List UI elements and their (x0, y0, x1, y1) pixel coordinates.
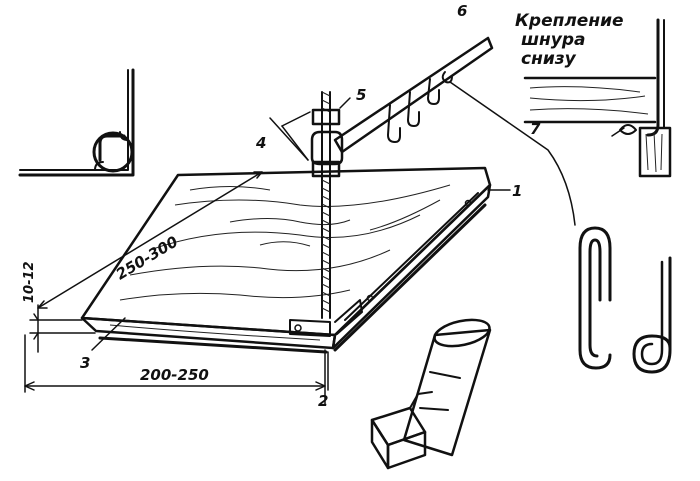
part-label-3: 3 (80, 354, 90, 372)
dimension-labels: 250-300 200-250 10-12 (22, 233, 209, 384)
hook-arm (333, 36, 494, 161)
caption-line-3: снизу (521, 49, 577, 69)
hook-detail (578, 226, 672, 374)
board (80, 166, 492, 354)
dimension-width: 200-250 (140, 366, 209, 384)
dimension-lines (24, 97, 511, 406)
part-label-6: 6 (457, 2, 467, 20)
roll-detail (370, 318, 492, 470)
threaded-rod-assembly (310, 91, 344, 319)
part-label-4: 4 (255, 134, 266, 152)
part-label-1: 1 (512, 182, 522, 200)
caption-line-1: Крепление (515, 11, 624, 31)
corner-bracket-detail (18, 68, 135, 177)
caption-text: Крепление шнура снизу (515, 11, 624, 69)
part-label-7: 7 (530, 120, 541, 138)
part-label-2: 2 (318, 392, 328, 410)
cord-fixing-detail (523, 18, 672, 178)
part-numbers: 1 2 3 4 5 6 7 (80, 2, 541, 410)
caption-line-2: шнура (521, 30, 586, 50)
dimension-thickness: 10-12 (22, 261, 37, 303)
part-label-5: 5 (356, 86, 366, 104)
cord-lines (269, 81, 576, 226)
